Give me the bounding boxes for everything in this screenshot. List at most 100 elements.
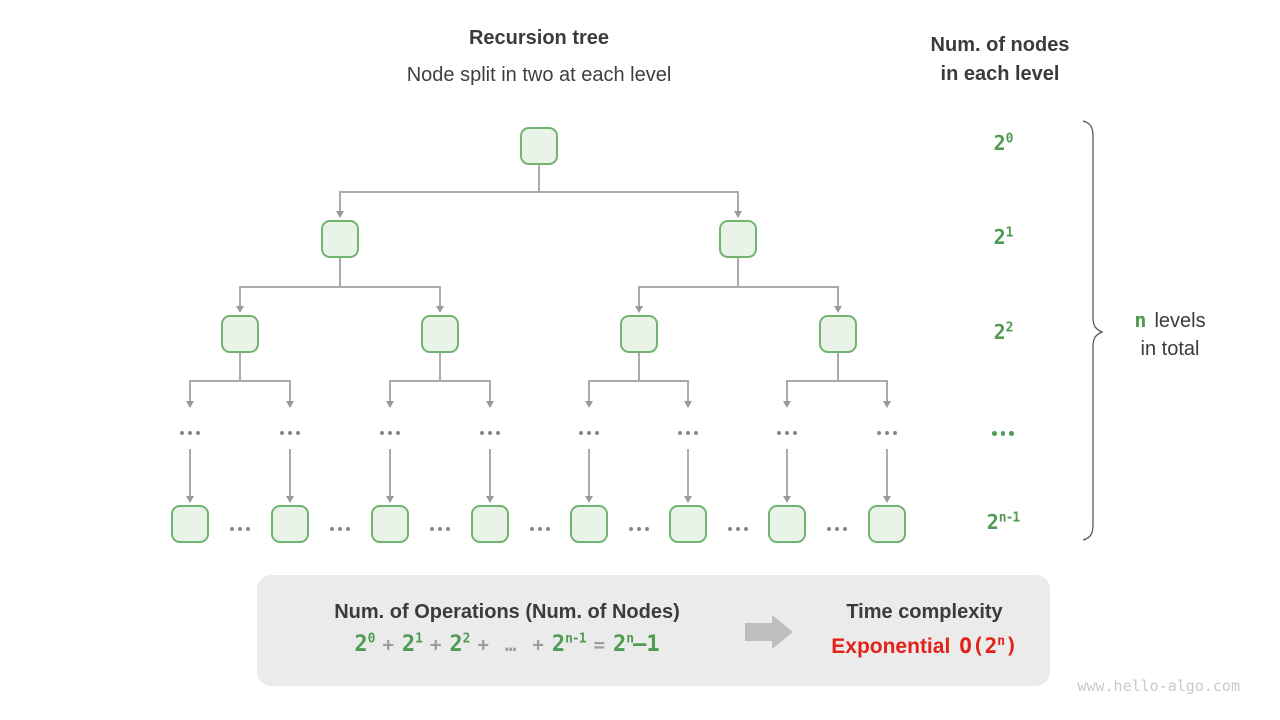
connector-line [339,191,739,193]
arrowhead-icon [584,401,593,408]
connector-line [886,380,888,402]
dot-icon [380,431,384,435]
ellipsis-dots [578,430,600,436]
connector-line [239,353,241,380]
time-complexity-title: Time complexity [846,601,1003,623]
right-arrow-icon-tip [772,615,793,649]
connector-line [837,286,839,307]
ellipsis-dots [826,526,848,532]
ellipsis-dots [529,526,551,532]
dot-icon [736,527,740,531]
connector-line [339,258,341,286]
arrowhead-icon [435,306,444,313]
ellipsis-dots [628,526,650,532]
dot-icon [877,431,881,435]
tree-node [421,315,459,353]
arrowhead-icon [782,496,791,503]
dot-icon [629,527,633,531]
connector-line [737,191,739,212]
ellipsis-dots [727,526,749,532]
tree-node [271,505,309,543]
connector-line [588,380,689,382]
page-title: Recursion tree [468,27,610,49]
time-complexity-value: Exponential O(2n) [807,634,1042,659]
nodes-per-level-header-line1: Num. of nodes [930,34,1070,56]
dot-icon [579,431,583,435]
dot-icon [388,431,392,435]
formula-term: 21 [401,632,423,658]
connector-line [638,286,839,288]
arrowhead-icon [385,496,394,503]
ellipsis-dots [329,526,351,532]
nodes-per-level-header: Num. of nodes in each level [900,31,1100,89]
dot-icon [885,431,889,435]
connector-line [489,449,491,497]
connector-line [638,353,640,380]
tree-node [570,505,608,543]
dot-icon [288,431,292,435]
right-arrow-icon [745,623,772,641]
dot-icon [587,431,591,435]
tree-node [868,505,906,543]
connector-line [189,380,291,382]
dot-icon [1000,430,1006,436]
dot-icon [430,527,434,531]
connector-line [339,191,341,212]
arrowhead-icon [634,306,643,313]
connector-line [786,380,788,402]
complexity-big-o: O(2n) [959,634,1018,658]
dot-icon [296,431,300,435]
dot-icon [1009,430,1015,436]
complexity-name: Exponential [831,635,951,658]
dot-icon [246,527,250,531]
arrowhead-icon [485,401,494,408]
arrowhead-icon [335,211,344,218]
tree-node [719,220,757,258]
dot-icon [530,527,534,531]
arrowhead-icon [584,496,593,503]
levels-total-line2: in total [1140,338,1200,360]
dot-icon [346,527,350,531]
formula-operator: + [532,634,544,657]
formula-term: 20 [354,632,375,658]
dot-icon [446,527,450,531]
dot-icon [330,527,334,531]
dot-icon [338,527,342,531]
dot-icon [728,527,732,531]
level-count-label: 21 [993,225,1014,249]
dot-icon [893,431,897,435]
connector-line [638,286,640,307]
diagram-title-block: Recursion tree Node split in two at each… [339,27,739,87]
tree-node [221,315,259,353]
ellipsis-dots [876,430,898,436]
connector-line [687,449,689,497]
dot-icon [196,431,200,435]
ellipsis-dots [677,430,699,436]
dot-icon [827,527,831,531]
tree-node [321,220,359,258]
connector-line [737,258,739,286]
dot-icon [793,431,797,435]
dot-icon [396,431,400,435]
dot-icon [744,527,748,531]
tree-node [768,505,806,543]
tree-node [819,315,857,353]
arrowhead-icon [285,496,294,503]
dot-icon [694,431,698,435]
arrowhead-icon [683,496,692,503]
operations-title: Num. of Operations (Num. of Nodes) [334,601,680,623]
formula-operator: … [504,634,517,657]
operations-formula: 20+21+22+…+2n-1=2n–1 [267,632,747,657]
arrowhead-icon [185,496,194,503]
formula-term: 2n–1 [613,632,660,658]
arrowhead-icon [833,306,842,313]
tree-node [669,505,707,543]
dot-icon [280,431,284,435]
arrowhead-icon [782,401,791,408]
level-count-label: 22 [993,320,1014,344]
website-watermark: www.hello-algo.com [1077,677,1240,695]
connector-line [289,449,291,497]
ellipsis-dots [229,526,251,532]
connector-line [489,380,491,402]
arrowhead-icon [485,496,494,503]
